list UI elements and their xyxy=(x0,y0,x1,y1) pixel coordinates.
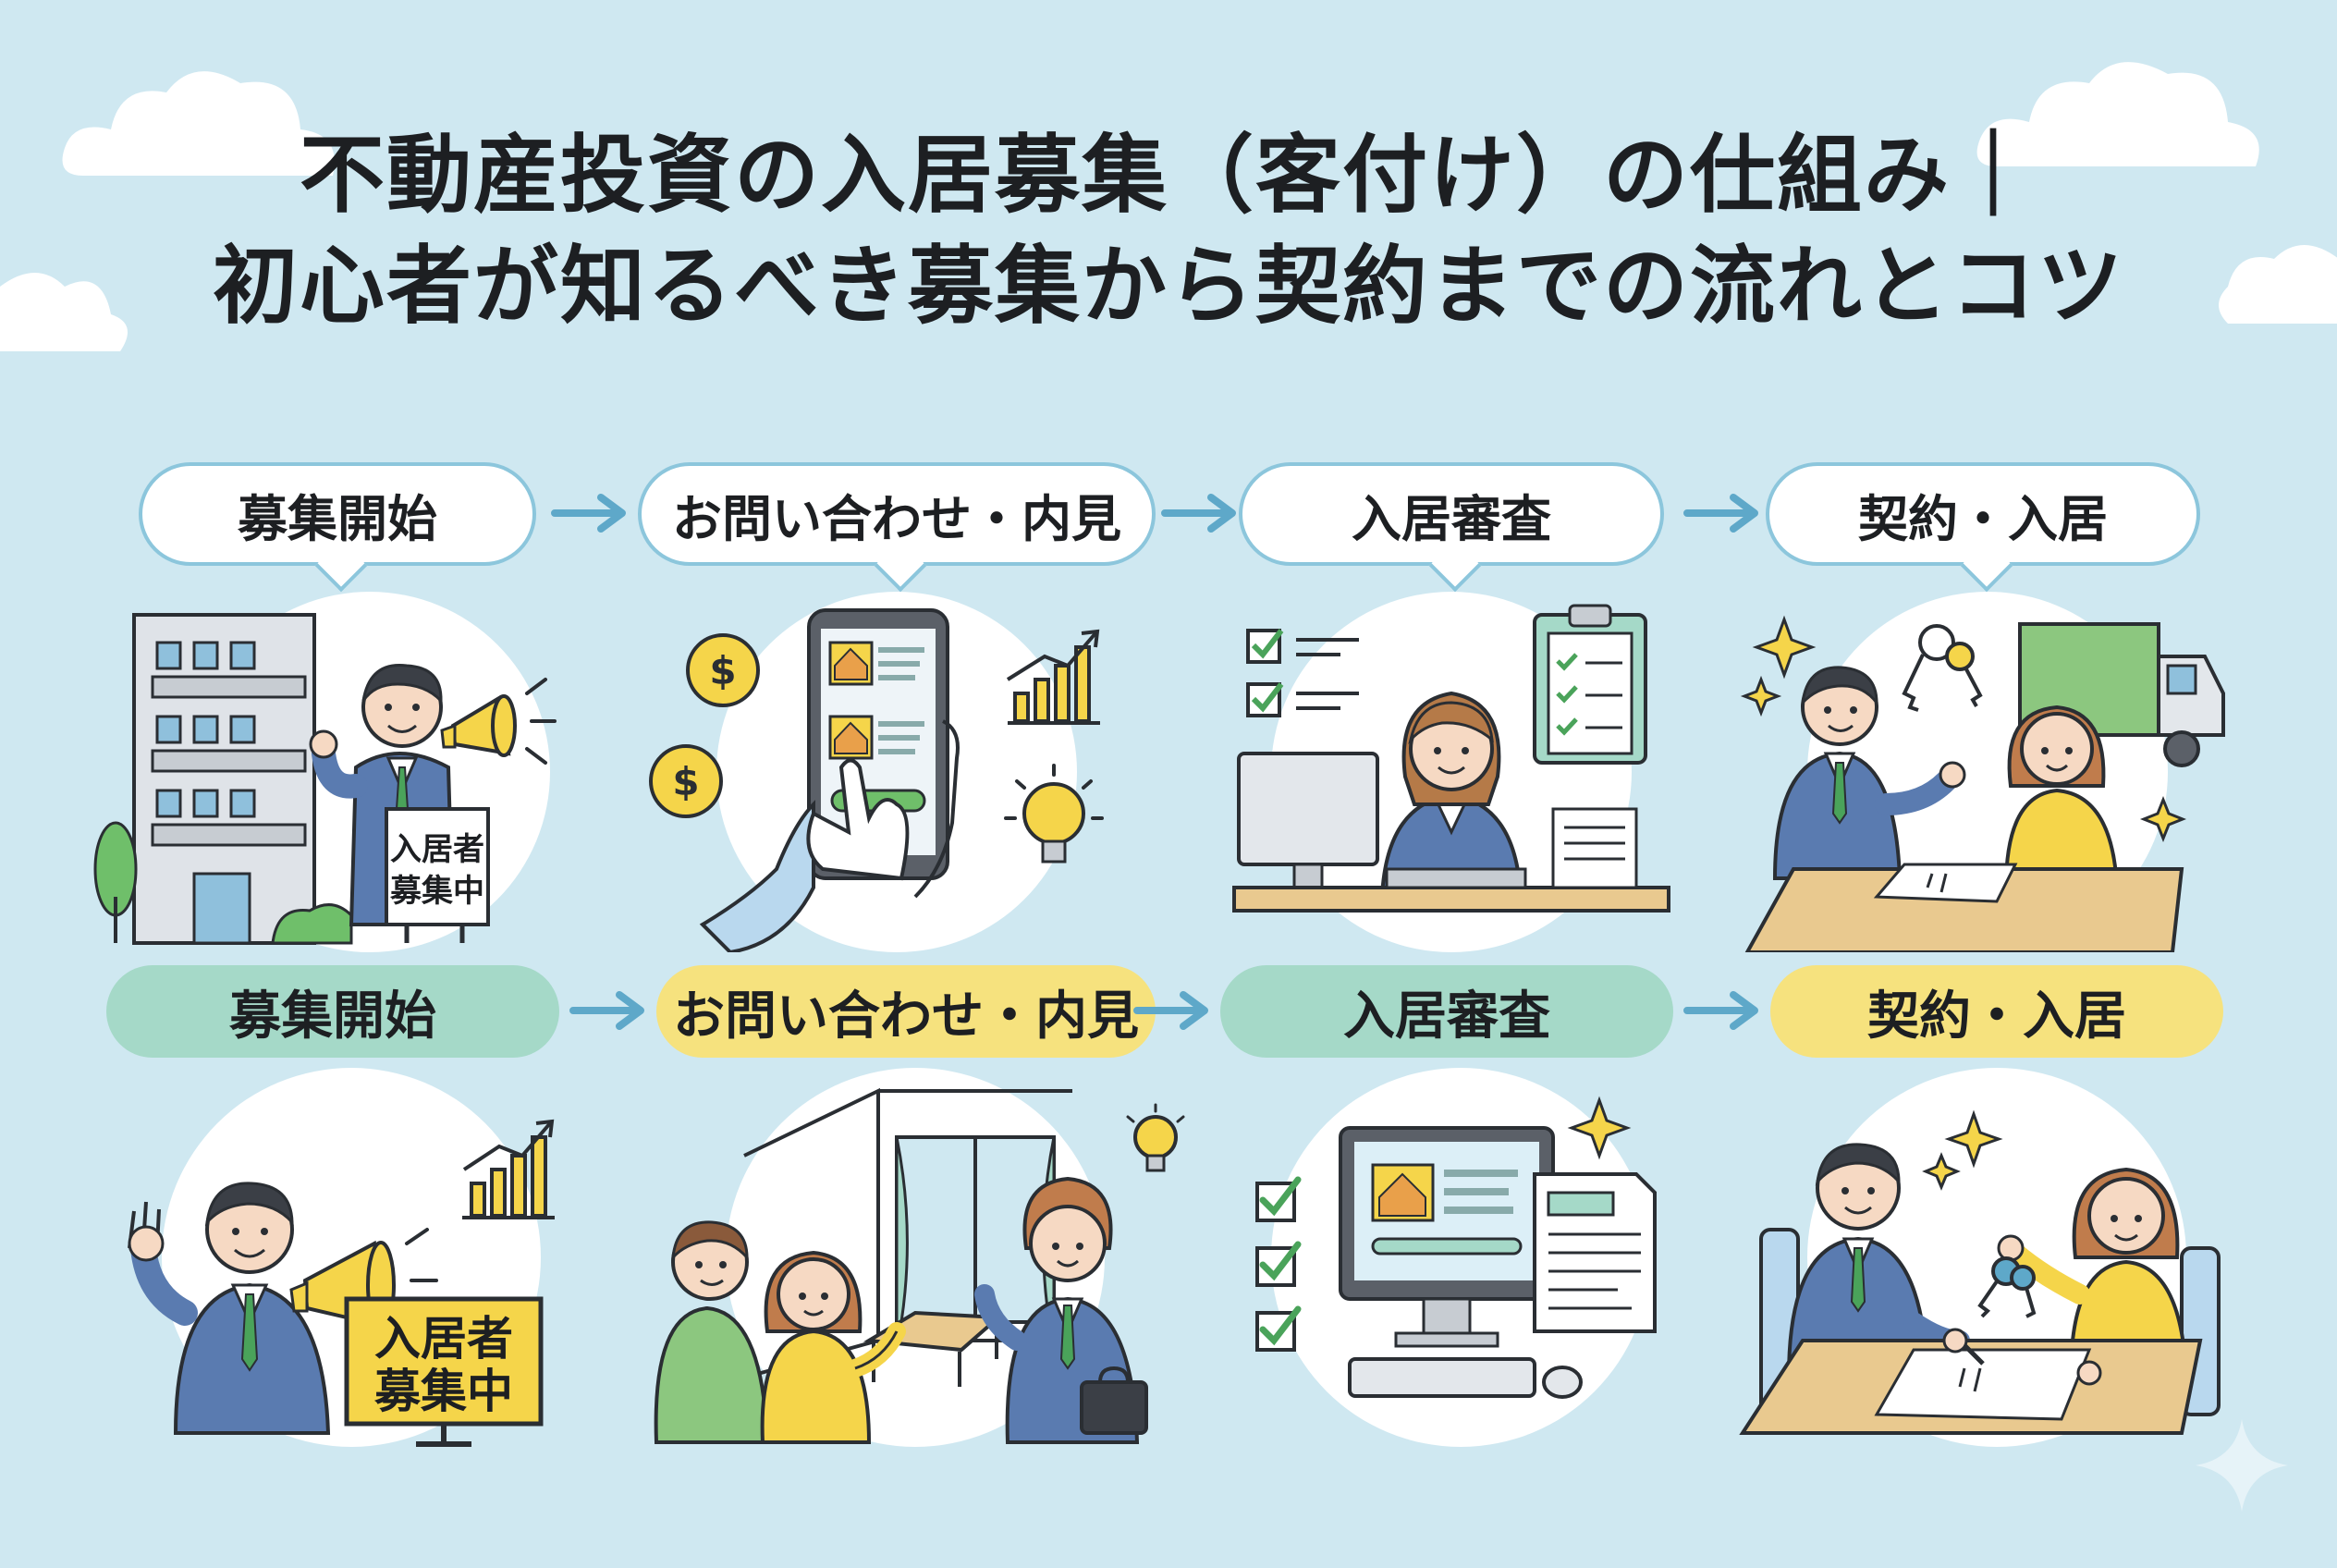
sign-text-line1: 入居者 xyxy=(390,831,484,868)
step-bubble-contract: 契約・入居 xyxy=(1766,462,2200,593)
sign-text-line2: 募集中 xyxy=(389,873,484,910)
title-line-1: 不動産投資の入居募集（客付け）の仕組み｜ xyxy=(299,126,2037,225)
coin-icon: $ xyxy=(686,633,760,707)
step-pill-label: 入居審査 xyxy=(1343,986,1550,1047)
scene-recruitment-bottom: 入居者 募集中 xyxy=(128,1068,555,1447)
step-pill-screening: 入居審査 xyxy=(1220,965,1673,1058)
growth-chart-icon xyxy=(1006,629,1100,725)
step-bubble-label: お問い合わせ・内見 xyxy=(672,489,1121,548)
sign-text-line1: 入居者 xyxy=(374,1312,513,1366)
step-bubble-inquiry: お問い合わせ・内見 xyxy=(638,462,1156,593)
scene-screening-bottom xyxy=(1255,1068,1657,1447)
step-pill-label: 契約・入居 xyxy=(1867,986,2126,1047)
lightbulb-icon xyxy=(1126,1103,1185,1172)
arrow-right-icon xyxy=(1161,494,1236,533)
clipboard-icon xyxy=(1533,604,1647,765)
cloud-top-left xyxy=(62,71,335,176)
scene-screening-top xyxy=(1232,592,1670,952)
cloud-left xyxy=(0,273,128,351)
cloud-right xyxy=(2219,245,2337,324)
arrow-right-icon xyxy=(1683,991,1758,1030)
arrow-right-icon xyxy=(1133,991,1208,1030)
step-bubble-label: 入居審査 xyxy=(1352,489,1551,548)
growth-chart-icon xyxy=(462,1119,555,1219)
cloud-top-right xyxy=(1976,62,2259,166)
scene-recruitment-top: 入居者 募集中 xyxy=(93,592,557,952)
title-block: 不動産投資の入居募集（客付け）の仕組み｜ 初心者が知るべき募集から契約までの流れ… xyxy=(0,120,2337,342)
keys-icon xyxy=(1902,624,1983,712)
step-bubble-label: 募集開始 xyxy=(238,489,437,548)
lightbulb-icon xyxy=(1004,764,1104,864)
scene-contract-bottom xyxy=(1739,1068,2221,1447)
svg-text:$: $ xyxy=(709,648,736,693)
checklist-icon xyxy=(1246,629,1359,717)
step-pill-recruitment: 募集開始 xyxy=(106,965,559,1058)
step-pill-label: お問い合わせ・内見 xyxy=(673,986,1139,1047)
arrow-right-icon xyxy=(551,494,626,533)
coin-icon: $ xyxy=(649,744,723,818)
sign-text-line2: 募集中 xyxy=(373,1365,513,1418)
arrow-right-icon xyxy=(569,991,644,1030)
step-pill-inquiry: お問い合わせ・内見 xyxy=(656,965,1156,1058)
svg-text:$: $ xyxy=(672,759,699,804)
scene-inquiry-bottom xyxy=(654,1068,1185,1447)
step-pill-contract: 契約・入居 xyxy=(1770,965,2223,1058)
scene-contract-top xyxy=(1740,592,2225,952)
title-line-2: 初心者が知るべき募集から契約までの流れとコツ xyxy=(212,237,2124,336)
step-bubble-recruitment: 募集開始 xyxy=(139,462,536,593)
step-bubble-label: 契約・入居 xyxy=(1858,489,2108,548)
step-bubble-screening: 入居審査 xyxy=(1239,462,1664,593)
scene-inquiry-top: $ $ xyxy=(649,592,1104,952)
sparkle-icon xyxy=(2196,1419,2288,1512)
arrow-right-icon xyxy=(1683,494,1758,533)
keys-icon xyxy=(1977,1256,2037,1318)
step-pill-label: 募集開始 xyxy=(229,986,436,1047)
